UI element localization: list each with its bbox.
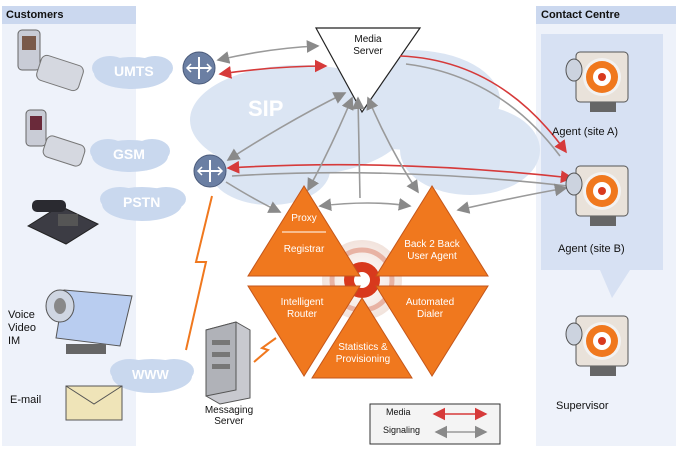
contact-centre-title: Contact Centre <box>541 9 620 21</box>
channels-label: Voice Video IM <box>8 309 36 348</box>
customers-title: Customers <box>6 9 64 21</box>
connection-arrows <box>216 40 574 214</box>
b2bua-label: Back 2 Back User Agent <box>396 239 468 263</box>
email-icon <box>65 385 123 421</box>
agent-workstation-icon <box>565 51 629 112</box>
video-label: Video <box>8 322 36 334</box>
stats-line2: Provisioning <box>335 354 391 365</box>
router-icon <box>193 154 227 188</box>
messaging-line1: Messaging <box>204 405 254 416</box>
agent-site-a-label: Agent (site A) <box>552 126 619 138</box>
pstn-label: PSTN <box>123 194 161 210</box>
www-cloud <box>110 359 194 393</box>
router-line1: Intelligent <box>280 297 324 308</box>
media-server-label: Media Server <box>340 34 396 58</box>
b2bua-line2: User Agent <box>407 251 457 262</box>
mobile-phone-icon <box>17 29 84 92</box>
stats-line1: Statistics & <box>338 342 388 353</box>
router-line2: Router <box>286 309 317 320</box>
agent-workstation-icon <box>565 165 629 226</box>
legend-signaling-label: Signaling <box>383 425 421 435</box>
umts-cloud <box>92 56 173 89</box>
media-server-line1: Media <box>354 34 382 45</box>
media-server-line2: Server <box>353 46 383 57</box>
contact-centre-header <box>536 6 676 24</box>
im-label: IM <box>8 335 21 347</box>
supervisor-workstation-icon <box>565 315 629 376</box>
supervisor-label: Supervisor <box>556 400 609 412</box>
customer-workstation-icon <box>45 289 133 354</box>
gsm-cloud <box>90 139 170 172</box>
gsm-label: GSM <box>113 146 145 162</box>
dialer-line2: Dialer <box>416 309 444 320</box>
router-icon <box>182 51 216 85</box>
desk-phone-icon <box>26 200 100 245</box>
lightning-bolt <box>253 337 277 363</box>
module-triangles <box>247 185 489 379</box>
automated-dialer-label: Automated Dialer <box>398 297 462 321</box>
email-label: E-mail <box>10 394 42 406</box>
pstn-cloud <box>100 187 186 221</box>
voice-label: Voice <box>8 309 35 321</box>
b2bua-line1: Back 2 Back <box>404 239 460 250</box>
media-server-node <box>314 27 422 114</box>
umts-label: UMTS <box>114 63 154 79</box>
www-label: WWW <box>132 367 169 382</box>
messaging-line2: Server <box>214 416 244 427</box>
registrar-label: Registrar <box>283 244 325 255</box>
statistics-label: Statistics & Provisioning <box>328 342 398 366</box>
customers-header <box>2 6 136 24</box>
messaging-server-label: Messaging Server <box>196 405 262 427</box>
sip-label: SIP <box>248 96 284 121</box>
agent-zone-callout <box>600 270 630 298</box>
dialer-line1: Automated <box>405 297 455 308</box>
messaging-server-icon <box>205 321 251 405</box>
legend-media-label: Media <box>386 407 411 417</box>
intelligent-router-label: Intelligent Router <box>270 297 334 321</box>
mobile-phone-icon <box>25 109 86 167</box>
proxy-label: Proxy <box>291 213 317 224</box>
lightning-bolt <box>185 195 213 351</box>
agent-site-b-label: Agent (site B) <box>558 243 625 255</box>
